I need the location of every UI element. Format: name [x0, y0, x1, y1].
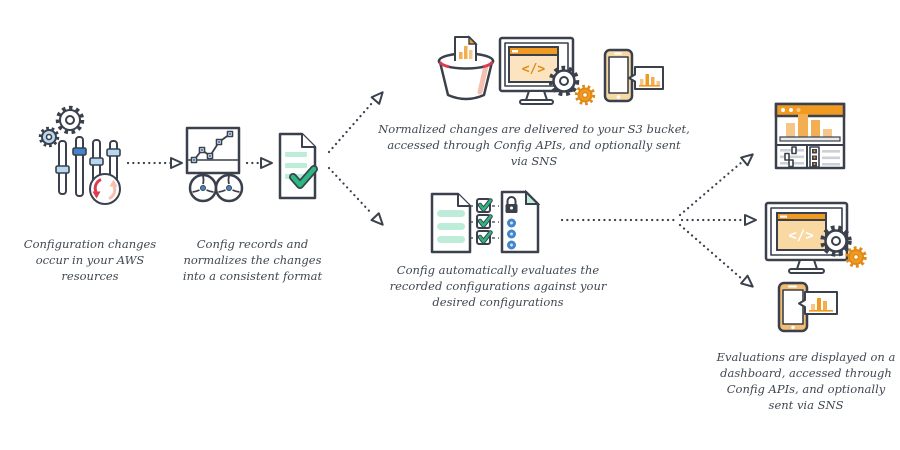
reel-icon [188, 173, 218, 203]
caption-config-recorder: Config records and normalizes the change… [182, 237, 323, 284]
dashboard-settings-icon [809, 146, 840, 168]
check-icon [289, 165, 318, 189]
code-glyph: </> [788, 228, 813, 244]
compliance-checkbox-icons [470, 198, 499, 245]
caption-aws-resources: Configuration changes occur in your AWS … [23, 237, 157, 284]
chart-node-icons [190, 130, 234, 164]
sliders-icon [55, 136, 121, 200]
s3-bucket-icon [437, 35, 495, 101]
mobile-chart-popup-icon [777, 281, 838, 333]
gear-icon [55, 105, 85, 135]
code-monitor-gears-icon: </> [764, 201, 867, 274]
mobile-chart-popup-icon [603, 48, 664, 103]
arrow-resources-to-recorder [126, 157, 183, 169]
code-monitor-icon: </> [498, 36, 596, 106]
bucket-document-icon [454, 35, 478, 65]
rules-evaluation-icon [430, 189, 541, 254]
dashboard-sliders-icon [780, 146, 804, 168]
gear-orange-icon [574, 84, 596, 106]
aws-resources-icon [38, 105, 121, 205]
config-recorder-icon [185, 126, 244, 203]
caption-s3-delivery: Normalized changes are delivered to your… [378, 122, 690, 169]
recorded-config-document-icon [430, 192, 472, 254]
rules-document-lock-icon [500, 189, 541, 254]
arrow-document-to-evaluation [327, 166, 384, 226]
arrow-recorder-to-document [245, 157, 273, 169]
gear-small-icon [38, 126, 60, 148]
normalized-document-check-icon [278, 132, 318, 200]
arrow-document-to-delivery [327, 91, 384, 154]
gear-orange-icon [845, 246, 867, 268]
gear-icon [548, 65, 580, 97]
code-glyph: </> [522, 62, 546, 77]
caption-evaluation: Config automatically evaluates the recor… [389, 263, 607, 310]
gear-icon [820, 225, 852, 257]
reel-icon [214, 173, 244, 203]
sync-arrows-icon [89, 173, 121, 205]
dashboard-icon [774, 102, 846, 170]
caption-results: Evaluations are displayed on a dashboard… [716, 350, 896, 413]
arrow-evaluation-to-results [560, 153, 757, 288]
